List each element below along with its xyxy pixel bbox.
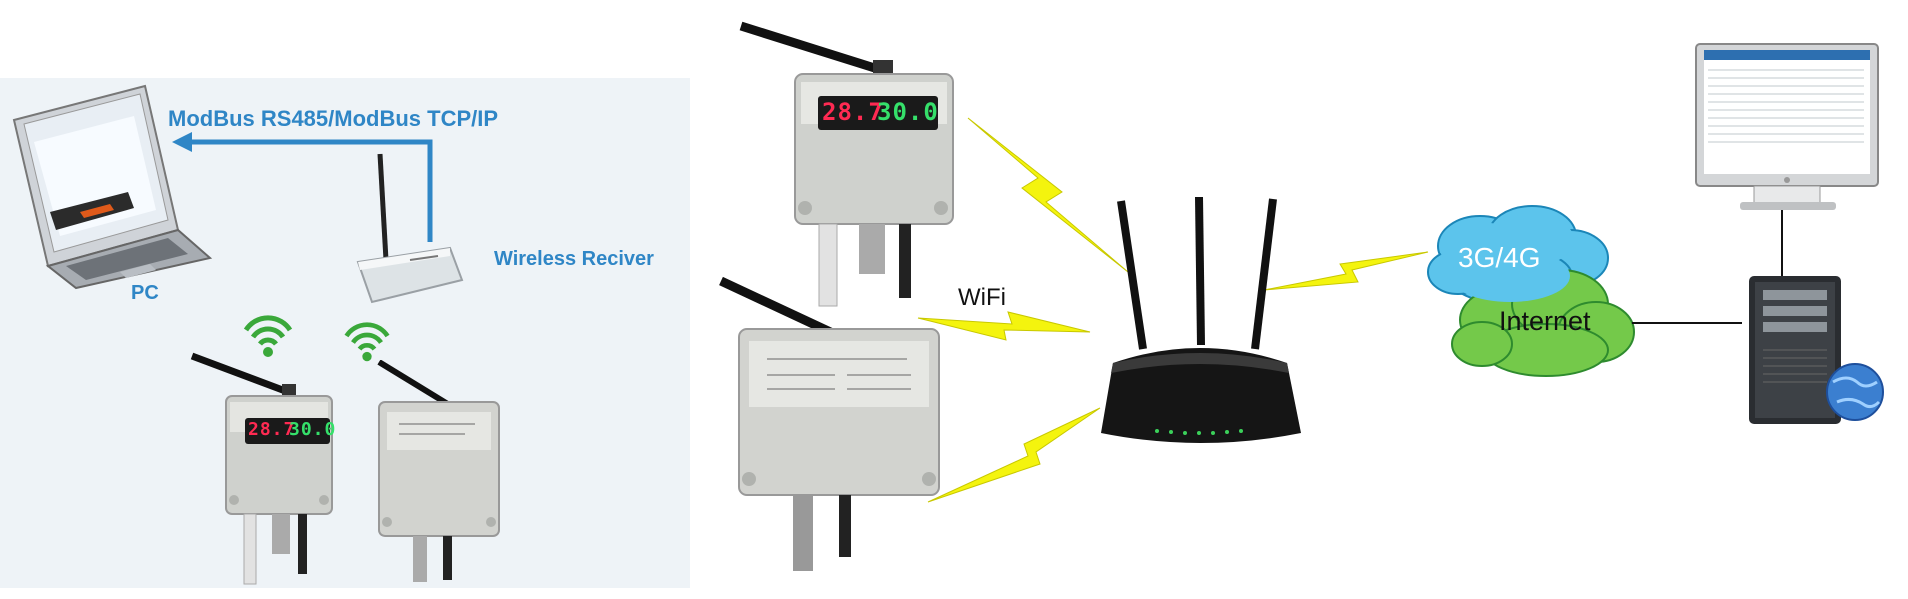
- humidity-readout: 30.0: [877, 98, 939, 126]
- sensor-box-image: [377, 360, 500, 582]
- wifi-label: WiFi: [958, 284, 1006, 311]
- server-tower-image: [1749, 276, 1884, 424]
- humidity-readout: 30.0: [289, 419, 337, 440]
- sensor-box-image: [719, 276, 940, 571]
- network-label: 3G/4G: [1458, 242, 1541, 273]
- sensor-display-screen: [818, 96, 938, 130]
- temperature-readout: 28.7: [822, 98, 884, 126]
- wireless-receiver-label: Wireless Reciver: [494, 248, 654, 270]
- pc-label: PC: [131, 282, 159, 304]
- internet-label: Internet: [1499, 306, 1591, 336]
- connection-line: [1781, 210, 1783, 280]
- wifi-signal-icon: [243, 315, 293, 357]
- router-image: [1101, 196, 1301, 443]
- temperature-readout: 28.7: [248, 419, 296, 440]
- protocol-arrow: [172, 132, 433, 242]
- laptop-pc-image: [12, 84, 213, 290]
- wifi-signal-icon: [344, 322, 390, 362]
- monitor-image: [1695, 43, 1879, 210]
- connection-line: [1632, 322, 1742, 324]
- network-cloud-icon: [1427, 205, 1635, 377]
- sensor-display-screen: [245, 418, 330, 444]
- wireless-receiver-image: [356, 153, 464, 304]
- protocol-label: ModBus RS485/ModBus TCP/IP: [168, 106, 499, 131]
